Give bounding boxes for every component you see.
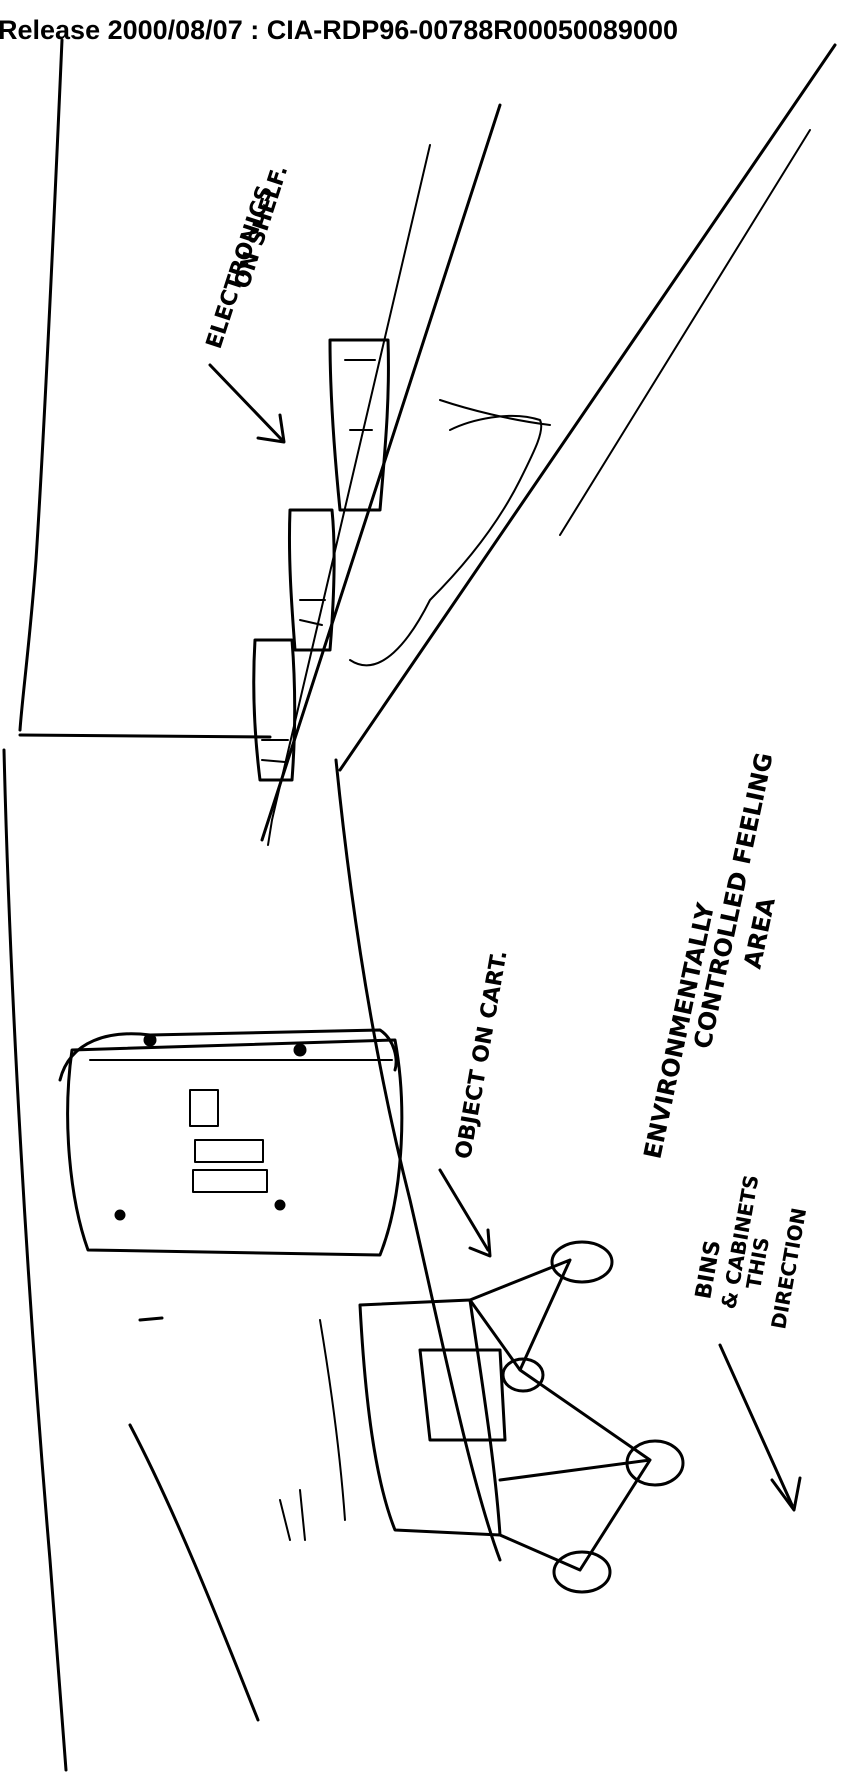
cart-cloth-lines bbox=[279, 1319, 346, 1541]
electronics-arrow bbox=[208, 363, 286, 444]
room-walls bbox=[2, 38, 502, 1772]
object-on-cart-drawing bbox=[58, 1028, 404, 1257]
cart-wheel bbox=[501, 1357, 545, 1393]
left-wall-line bbox=[18, 38, 64, 732]
bins-arrow-shaft bbox=[718, 1343, 794, 1507]
bins-label-line4: DIRECTION bbox=[766, 1206, 811, 1331]
case-panel-2 bbox=[192, 1169, 268, 1193]
object-on-cart-label: OBJECT ON CART. bbox=[451, 948, 512, 1161]
bins-arrow-head bbox=[770, 1476, 802, 1512]
cloth-top-edge bbox=[439, 399, 551, 426]
box-2-detail bbox=[299, 599, 326, 626]
object-arrow bbox=[438, 1168, 492, 1258]
case-rivet bbox=[143, 1033, 157, 1047]
case-panel-1 bbox=[194, 1139, 264, 1163]
box-3-detail bbox=[261, 739, 289, 763]
long-diagonal-line bbox=[338, 43, 837, 772]
center-floor-line bbox=[334, 758, 502, 1562]
floor-line bbox=[18, 733, 272, 739]
release-header: Release 2000/08/07 : CIA-RDP96-00788R000… bbox=[0, 15, 678, 45]
electronics-box-3 bbox=[252, 638, 297, 782]
lower-floor-line bbox=[128, 1423, 260, 1722]
electronics-shelf bbox=[252, 43, 837, 846]
electronics-box-2 bbox=[287, 508, 336, 652]
draped-cloth bbox=[349, 414, 543, 667]
case-label bbox=[189, 1089, 219, 1127]
box-1-detail bbox=[344, 359, 376, 431]
case-rivet bbox=[274, 1199, 286, 1211]
case-lid bbox=[58, 1028, 398, 1082]
electronics-box-1 bbox=[328, 338, 390, 512]
case-rivet bbox=[293, 1043, 307, 1057]
cart-wheel bbox=[550, 1240, 614, 1284]
case-rivet bbox=[114, 1209, 126, 1221]
cart-wheel bbox=[625, 1439, 685, 1487]
bins-arrow bbox=[718, 1343, 802, 1512]
cart-inner-box bbox=[418, 1348, 507, 1442]
case-body bbox=[66, 1038, 404, 1257]
cart-frame bbox=[468, 1258, 652, 1572]
cart-wheel bbox=[552, 1550, 612, 1594]
cart-tray bbox=[358, 1298, 502, 1537]
object-arrow-shaft bbox=[438, 1168, 490, 1252]
shelf-front-line bbox=[267, 144, 431, 846]
shelf-edge-line bbox=[260, 103, 502, 842]
electronics-arrow-head bbox=[256, 413, 286, 444]
short-diagonal-line bbox=[559, 129, 811, 536]
object-arrow-head bbox=[468, 1228, 492, 1258]
electronics-arrow-shaft bbox=[208, 363, 284, 442]
floor-dash bbox=[138, 1316, 164, 1322]
left-floor-edge bbox=[2, 748, 68, 1772]
cart-drawing bbox=[279, 1240, 685, 1594]
